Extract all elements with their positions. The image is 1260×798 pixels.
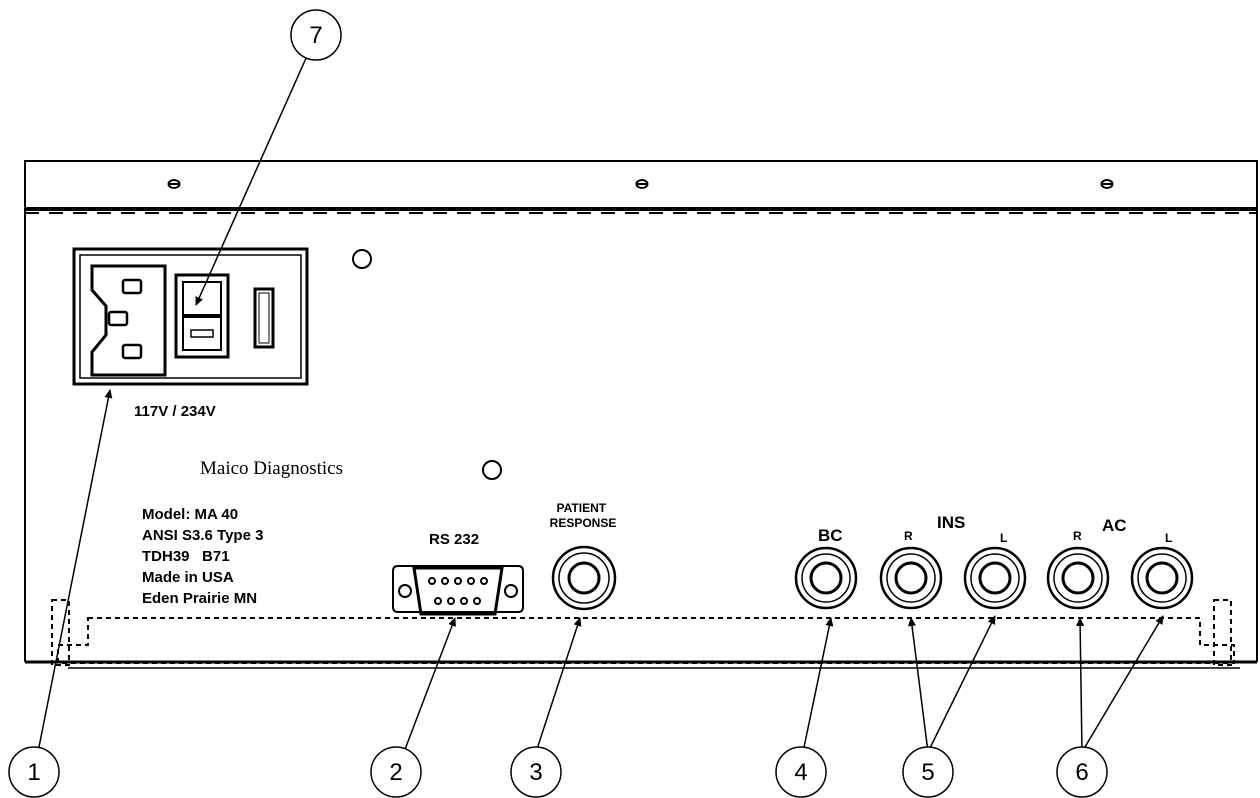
leader-line-5b (927, 615, 996, 753)
callout-6: 6 (1056, 746, 1108, 798)
rail-screw (167, 179, 181, 189)
fuse-holder[interactable] (253, 287, 275, 349)
ac-right-jack[interactable] (1046, 546, 1110, 610)
ins-right-label: R (904, 529, 913, 543)
rail-screw (635, 179, 649, 189)
manufacturer-label: Maico Diagnostics (200, 458, 343, 479)
rail-screw (1100, 179, 1114, 189)
top-rail (24, 160, 1258, 214)
ac-left-label: L (1165, 531, 1172, 545)
leader-line-6a (1076, 617, 1085, 753)
leader-line-6b (1081, 615, 1164, 753)
ac-label: AC (1102, 516, 1127, 535)
bc-label: BC (818, 526, 843, 545)
leader-line-2 (403, 617, 456, 753)
callout-number: 3 (529, 759, 542, 786)
rs232-label: RS 232 (429, 531, 479, 548)
callout-1: 1 (8, 746, 60, 798)
model-info-line: Made in USA (142, 569, 234, 586)
model-info: Model: MA 40 ANSI S3.6 Type 3 TDH39 B71 … (142, 506, 268, 607)
rs232-port[interactable] (392, 565, 524, 616)
callout-number: 5 (921, 759, 934, 786)
mounting-hole (352, 249, 372, 269)
ac-left-jack[interactable] (1130, 546, 1194, 610)
ac-right-label: R (1073, 529, 1082, 543)
model-info-line: Model: MA 40 (142, 506, 238, 523)
model-info-line: TDH39 B71 (142, 548, 230, 565)
callout-number: 2 (389, 759, 402, 786)
bc-jack[interactable] (794, 546, 858, 610)
callout-7: 7 (290, 9, 342, 61)
patient-response-label: PATIENT RESPONSE (550, 501, 617, 530)
leader-line-5a (908, 617, 929, 753)
power-inlet (90, 264, 167, 377)
callout-3: 3 (510, 746, 562, 798)
leader-line-1 (37, 389, 113, 753)
callout-number: 1 (27, 759, 40, 786)
model-info-line: Eden Prairie MN (142, 590, 257, 607)
model-info-line: ANSI S3.6 Type 3 (142, 527, 263, 544)
callout-number: 7 (309, 22, 322, 49)
mounting-hole (482, 460, 502, 480)
leader-line-7 (195, 55, 308, 306)
voltage-label: 117V / 234V (134, 403, 216, 420)
leader-lines (37, 55, 1164, 753)
power-entry-module (72, 247, 309, 386)
callout-4: 4 (775, 746, 827, 798)
patient-response-label-line: PATIENT (557, 501, 607, 515)
callout-number: 4 (794, 759, 807, 786)
patient-response-jack[interactable] (551, 545, 617, 611)
callout-5: 5 (902, 746, 954, 798)
callout-number: 6 (1075, 759, 1088, 786)
ins-left-jack[interactable] (963, 546, 1027, 610)
callout-2: 2 (370, 746, 422, 798)
leader-line-3 (535, 617, 582, 753)
patient-response-label-line: RESPONSE (550, 516, 617, 530)
bottom-dashed-outline (51, 599, 1235, 666)
ins-left-label: L (1000, 531, 1007, 545)
ins-right-jack[interactable] (879, 546, 943, 610)
leader-line-4 (802, 617, 834, 753)
power-switch[interactable] (174, 273, 230, 359)
ins-label: INS (937, 513, 965, 532)
